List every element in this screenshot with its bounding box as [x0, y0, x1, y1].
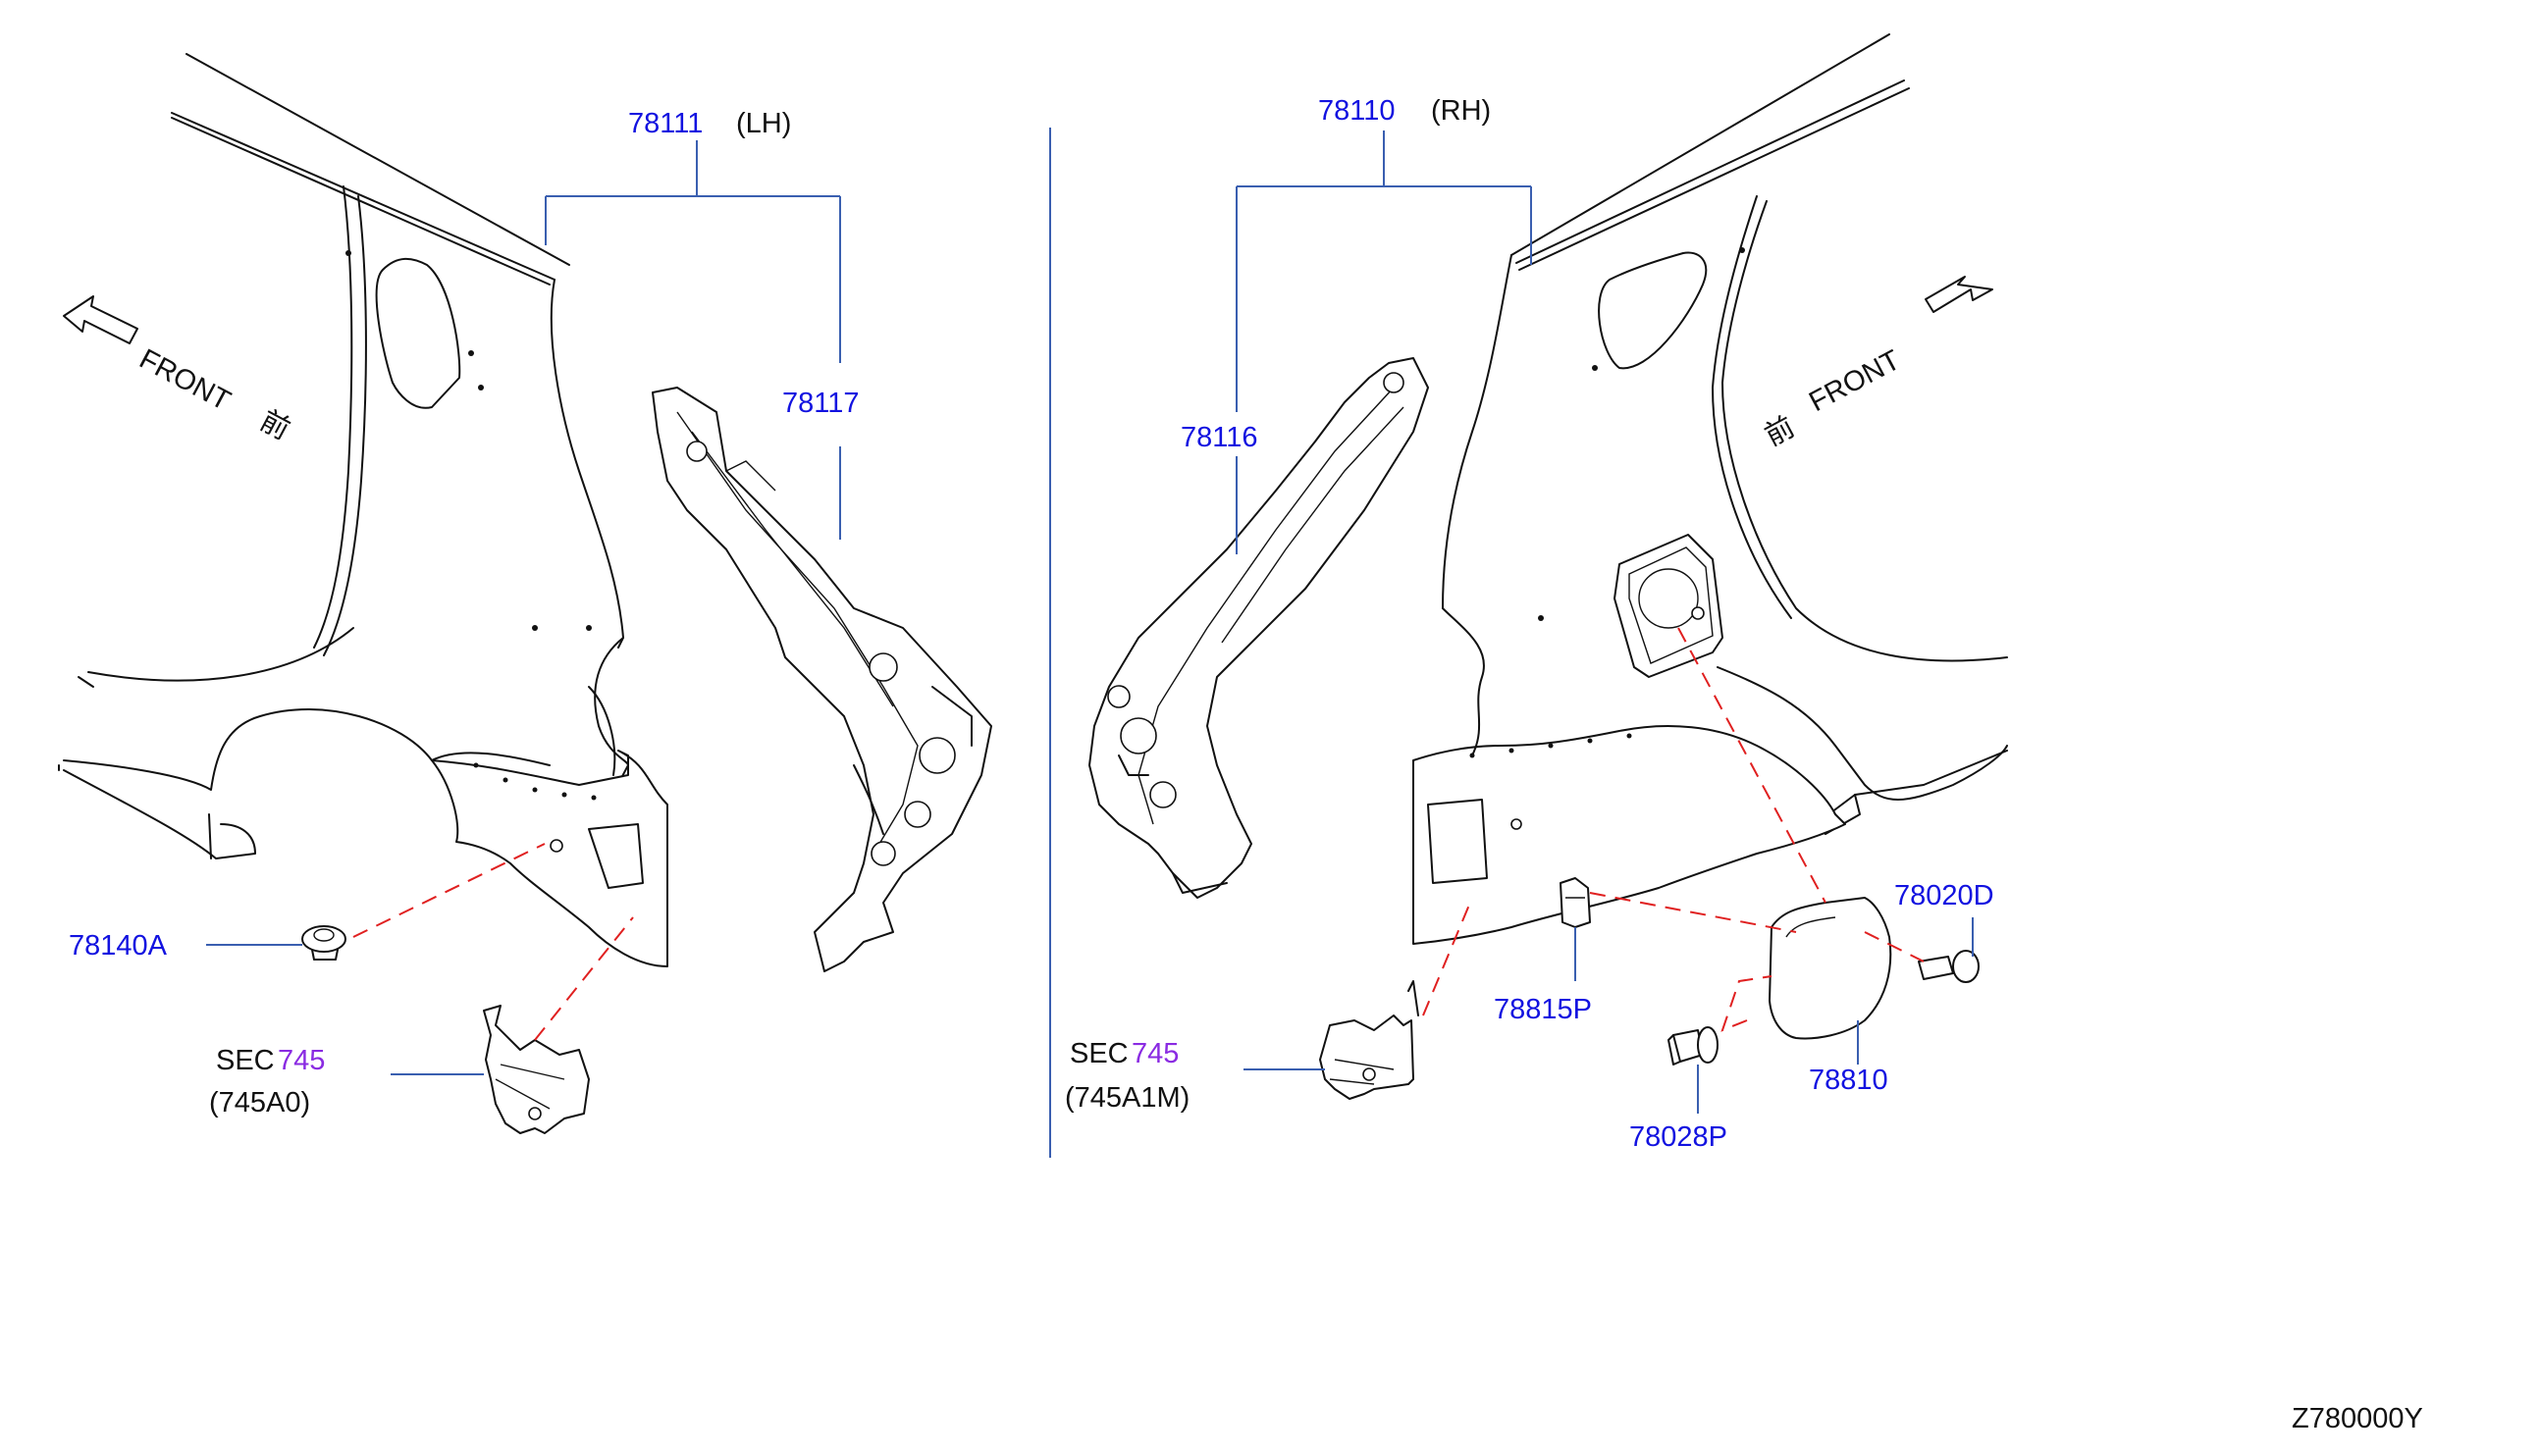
part-78810: 78810: [1809, 1065, 1888, 1096]
part-78140A: 78140A: [69, 930, 168, 962]
right-quarter-panel: [1412, 33, 2008, 945]
right-sec-sub: (745A1M): [1065, 1082, 1190, 1114]
lid-hinge-clip: [1560, 877, 1591, 928]
diagram-id: Z780000Y: [2292, 1403, 2423, 1434]
part-78111: 78111: [628, 108, 703, 139]
front-kanji-left: 前: [255, 404, 295, 446]
part-78020D: 78020D: [1894, 880, 1994, 911]
part-78111-side: (LH): [736, 108, 791, 139]
part-78110: 78110: [1318, 95, 1396, 127]
left-bracket: [483, 1005, 590, 1134]
left-sec-prefix: SEC: [216, 1045, 275, 1076]
part-78028P: 78028P: [1629, 1121, 1727, 1153]
right-bracket: [1319, 980, 1419, 1100]
part-78116: 78116: [1181, 422, 1258, 453]
front-label-left: FRONT: [134, 343, 236, 417]
front-arrow-left: [63, 295, 138, 344]
fuel-lid: [1769, 897, 1892, 1040]
part-78110-side: (RH): [1431, 95, 1491, 127]
part-78815P: 78815P: [1494, 994, 1592, 1025]
bumper-78028P: [1667, 1026, 1719, 1066]
right-sec-prefix: SEC: [1070, 1038, 1129, 1069]
right-sec-number: 745: [1132, 1038, 1179, 1069]
screw-78020D: [1918, 950, 1980, 983]
left-pillar-inner: [652, 387, 992, 972]
left-sec-sub: (745A0): [209, 1087, 310, 1118]
front-arrow-right: [1925, 276, 1993, 313]
left-grommet: [301, 925, 346, 961]
left-leaders: [206, 140, 841, 1075]
front-label-right: FRONT: [1804, 344, 1905, 418]
part-78117: 78117: [782, 388, 860, 419]
left-quarter-panel: [58, 53, 668, 967]
right-leaders: [1236, 130, 1974, 1114]
left-sec-number: 745: [278, 1045, 325, 1076]
front-kanji-right: 前: [1760, 410, 1800, 452]
right-pillar-inner: [1088, 357, 1429, 899]
